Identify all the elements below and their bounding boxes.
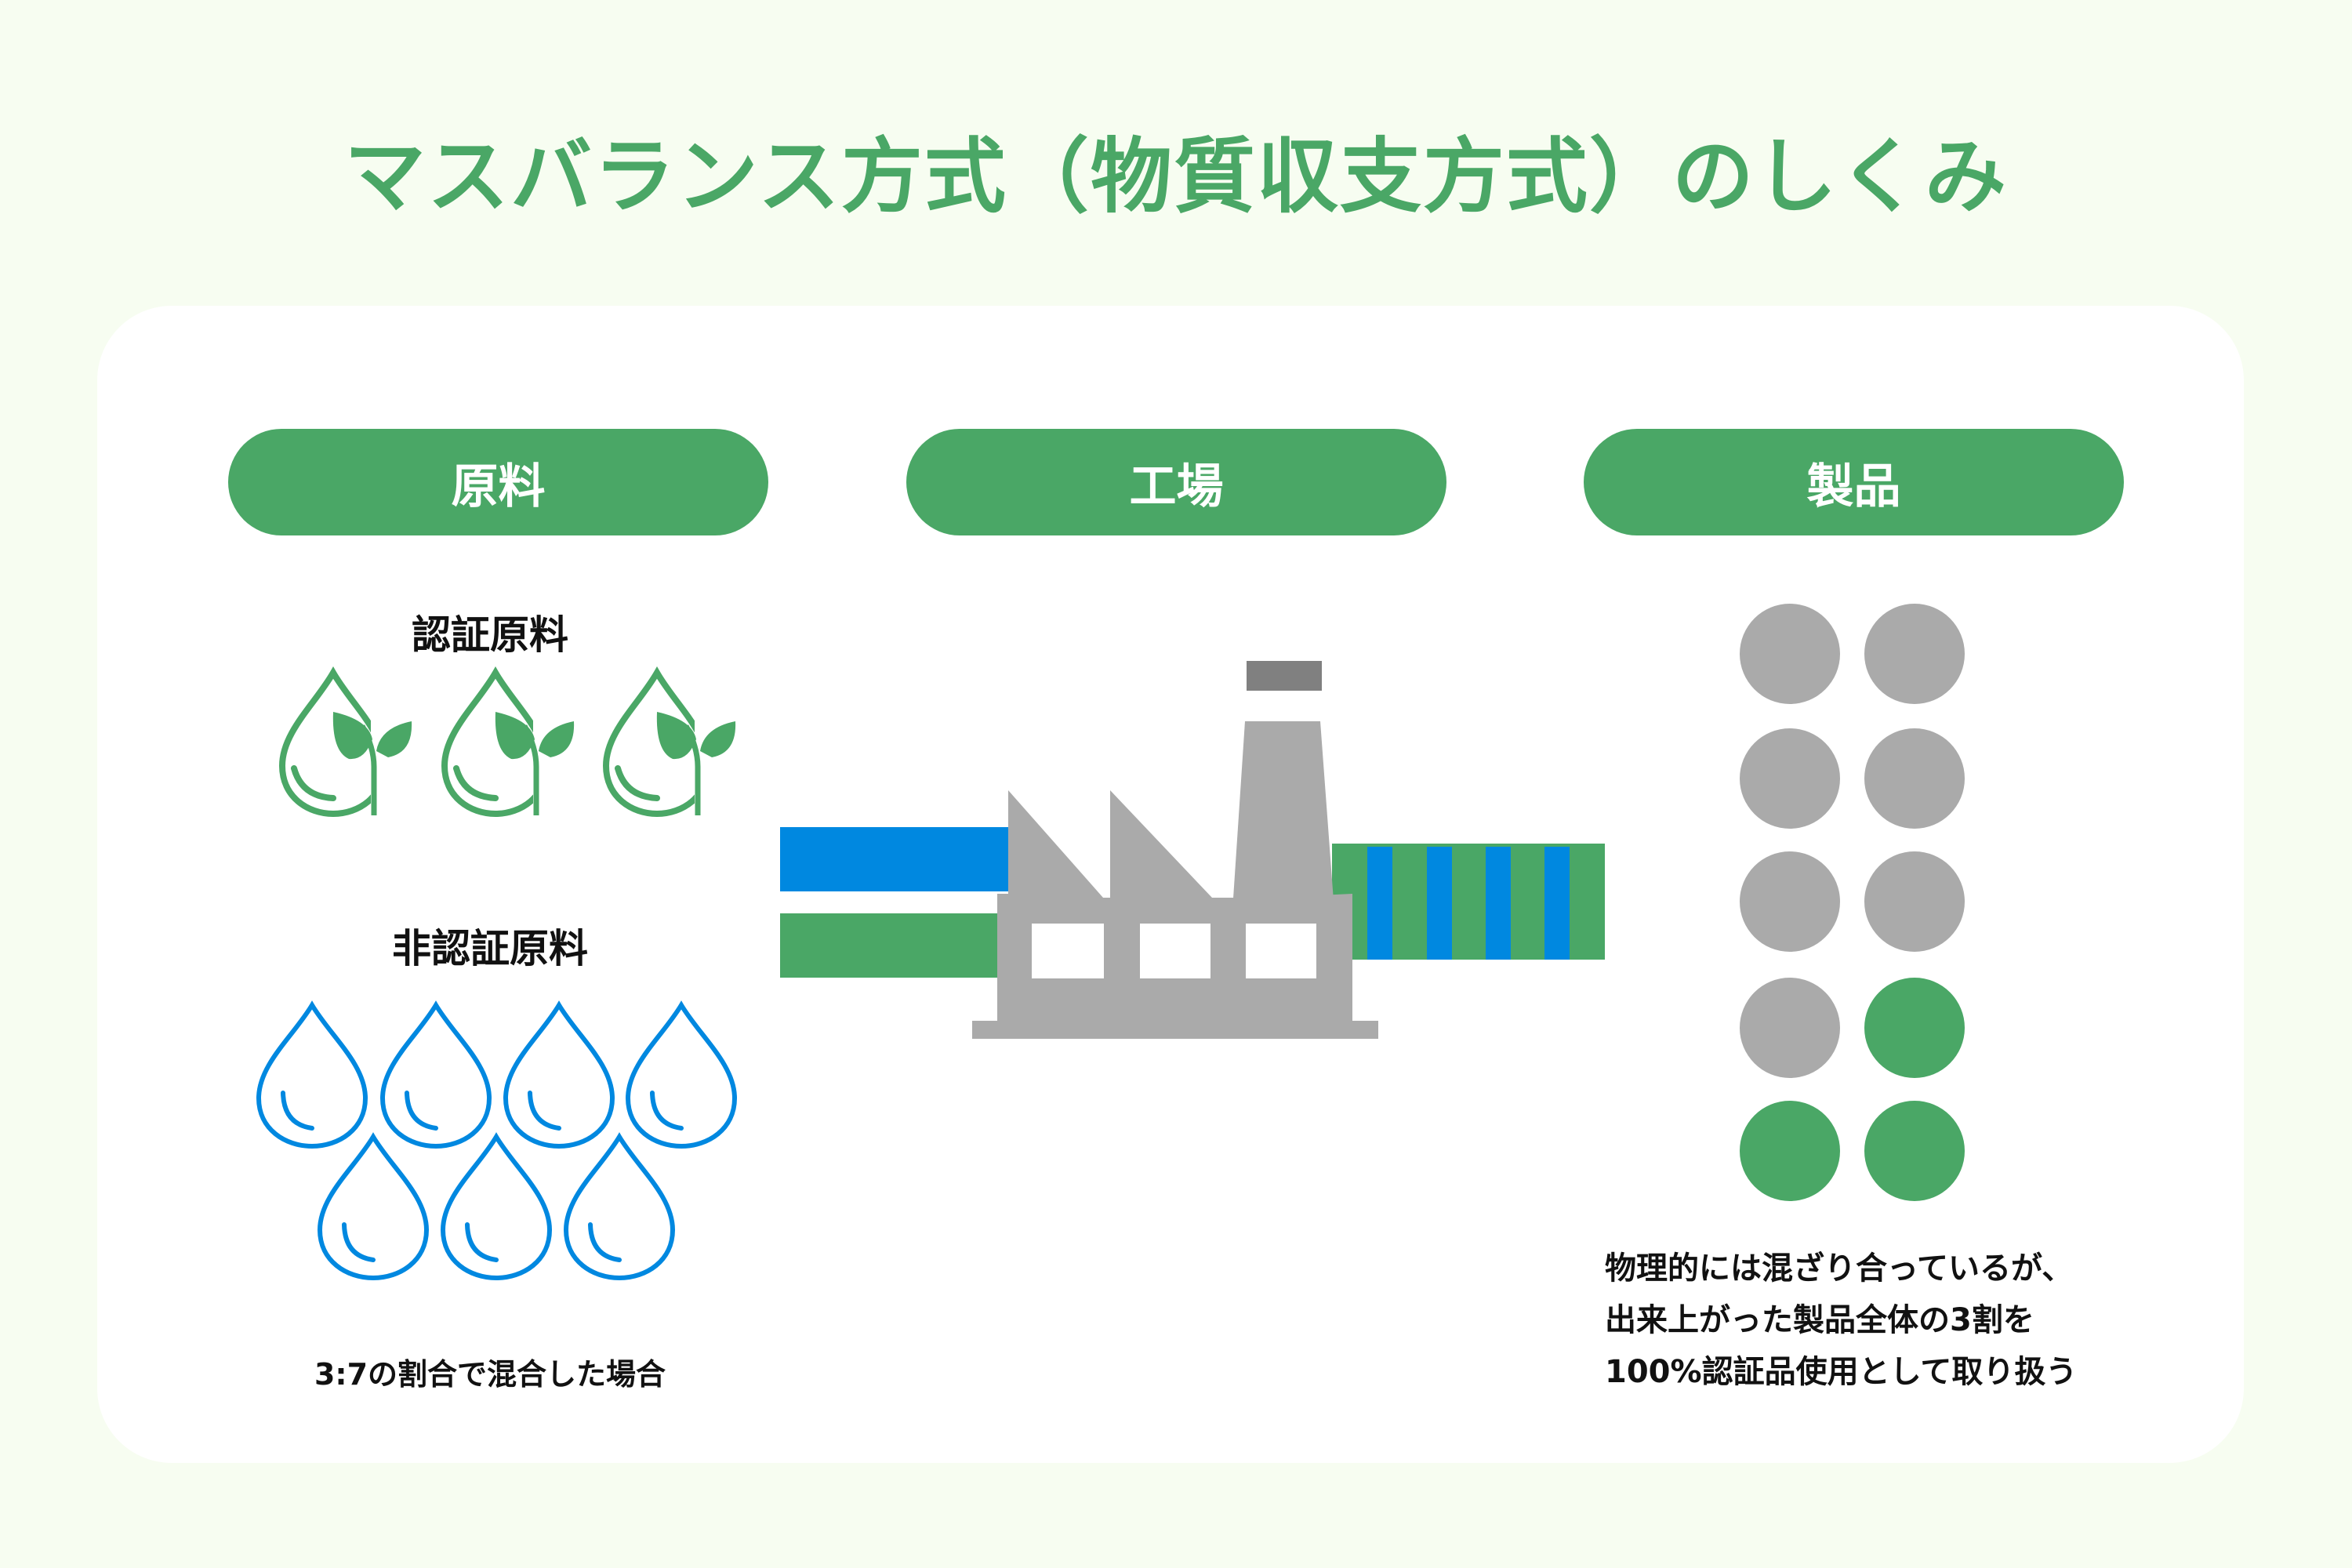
column-header-product: 製品 (1584, 429, 2124, 535)
certified-drop-icon (441, 666, 575, 822)
product-dot-uncertified (1864, 851, 1965, 952)
uncertified-drop-icon (379, 1000, 492, 1149)
product-dot-uncertified (1740, 728, 1840, 829)
mix-label: 混合 (1419, 1167, 1507, 1218)
column-header-factory: 工場 (906, 429, 1446, 535)
factory-window (1246, 924, 1316, 978)
column-header-raw: 原料 (228, 429, 768, 535)
uncertified-drops (256, 1000, 738, 1281)
product-dot-certified (1740, 1101, 1840, 1201)
product-dot-uncertified (1864, 728, 1965, 829)
product-dot-certified (1864, 1101, 1965, 1201)
certified-drops (278, 666, 736, 822)
factory-icon (972, 661, 1378, 1039)
chimney-top (1247, 661, 1322, 691)
product-dot-uncertified (1740, 978, 1840, 1078)
product-dot-certified (1864, 978, 1965, 1078)
uncertified-drop-icon (625, 1000, 738, 1149)
certified-label: 認証原料 (412, 612, 568, 658)
product-note-line: 100%認証品使用として取り扱う (1605, 1354, 2078, 1390)
input-bar-certified (780, 913, 1015, 978)
certified-drop-icon (278, 666, 412, 822)
product-dot-uncertified (1864, 604, 1965, 704)
uncertified-drop-icon (256, 1000, 368, 1149)
uncertified-drop-icon (563, 1132, 676, 1281)
product-dot-uncertified (1740, 604, 1840, 704)
uncertified-label: 非認証原料 (392, 926, 588, 971)
page-title: マスバランス方式（物質収支方式）のしくみ (343, 129, 2009, 224)
product-note: 物理的には混ざり合っているが、 出来上がった製品全体の3割を 100%認証品使用… (1605, 1243, 2077, 1398)
factory-window (1140, 924, 1210, 978)
mixed-output-bar (1332, 844, 1605, 960)
product-dots (1740, 604, 1965, 1201)
ratio-note: 3:7の割合で混合した場合 (314, 1357, 666, 1392)
certified-drop-icon (602, 666, 736, 822)
product-note-line: 出来上がった製品全体の3割を (1605, 1302, 2034, 1338)
uncertified-drop-icon (317, 1132, 430, 1281)
uncertified-drop-icon (440, 1132, 553, 1281)
product-dot-uncertified (1740, 851, 1840, 952)
product-note-line: 物理的には混ざり合っているが、 (1605, 1250, 2074, 1287)
uncertified-drop-icon (503, 1000, 615, 1149)
input-bar-uncertified (780, 827, 1015, 891)
factory-window (1032, 924, 1104, 978)
